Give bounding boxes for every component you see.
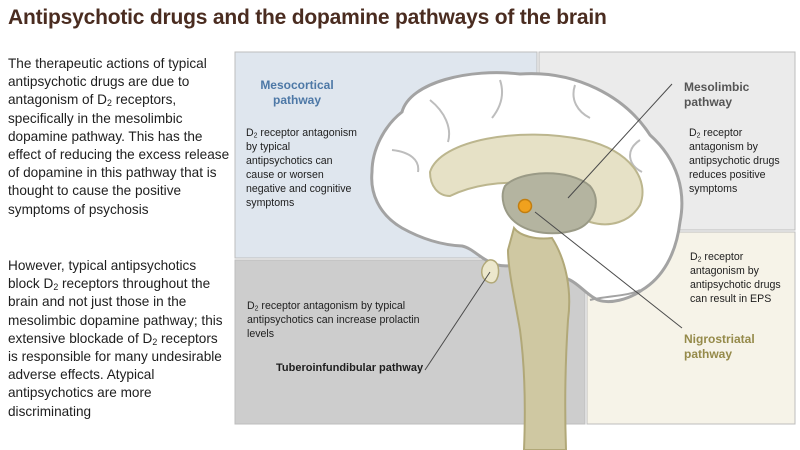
tuberoinfundibular-description: D2 receptor antagonism by typical antips… xyxy=(247,300,420,340)
cerebellum xyxy=(589,289,641,301)
dopamine-nucleus xyxy=(517,198,533,214)
mesocortical-description: D2 receptor antagonism by typical antips… xyxy=(246,127,358,209)
nigrostriatal-title: Nigrostriatal pathway xyxy=(684,332,755,361)
intro-paragraph: The therapeutic actions of typical antip… xyxy=(8,56,230,217)
pituitary xyxy=(481,259,500,284)
tuberoinfundibular-title: Tuberoinfundibular pathway xyxy=(276,362,424,374)
brain-gyri xyxy=(391,79,643,173)
mesolimbic-pointer xyxy=(567,83,673,199)
striatum xyxy=(501,172,597,235)
brain-stem xyxy=(506,225,571,450)
mesocortical-title: Mesocortical pathway xyxy=(260,78,334,107)
nigrostriatal-pointer xyxy=(534,211,683,329)
tuberoinfundibular-pointer xyxy=(424,271,491,371)
adverse-effects-paragraph: However, typical antipsychotics block D2… xyxy=(8,258,223,419)
nigrostriatal-description: D2 receptor antagonism by antipsychotic … xyxy=(690,251,781,305)
mesolimbic-description: D2 receptor antagonism by antipsychotic … xyxy=(689,127,780,195)
mesolimbic-title: Mesolimbic pathway xyxy=(684,80,750,109)
page-title: Antipsychotic drugs and the dopamine pat… xyxy=(8,6,607,29)
